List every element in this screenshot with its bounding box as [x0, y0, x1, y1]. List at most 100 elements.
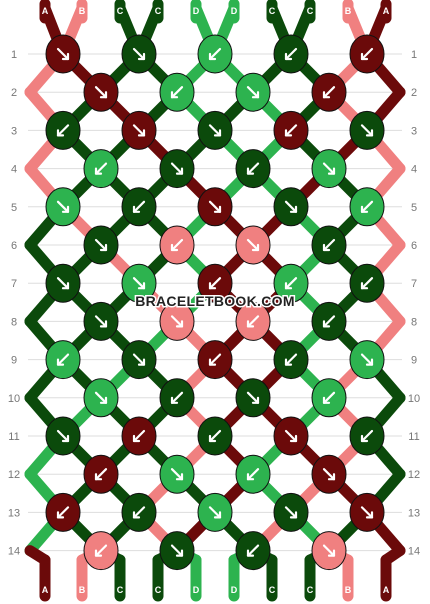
arrow-icon — [208, 47, 222, 61]
strand-label-top: C — [117, 6, 124, 16]
arrow-icon — [208, 353, 222, 366]
arrow-icon — [132, 506, 146, 519]
row-label-right: 8 — [411, 316, 417, 328]
arrowhead-icon — [322, 243, 331, 252]
arrow-icon — [56, 277, 70, 290]
arrowhead-icon — [213, 205, 222, 213]
knot — [235, 225, 271, 265]
strand-label-top: B — [345, 6, 352, 16]
row-label-left: 8 — [11, 316, 17, 328]
knot — [235, 72, 271, 112]
knot — [45, 110, 81, 150]
strand-label-bottom: A — [383, 585, 390, 595]
arrowhead-icon — [327, 473, 336, 481]
strand-label-bottom: D — [231, 585, 238, 595]
arrowhead-icon — [208, 282, 217, 290]
arrowhead-icon — [61, 205, 70, 213]
knots — [45, 34, 385, 571]
row-label-left: 12 — [8, 469, 20, 481]
arrowhead-icon — [132, 205, 141, 213]
arrowhead-icon — [365, 358, 374, 366]
arrowhead-icon — [61, 282, 70, 290]
knot — [273, 110, 309, 150]
knot — [159, 531, 195, 571]
row-label-right: 14 — [408, 546, 420, 558]
strand-label-bottom: C — [155, 585, 162, 595]
arrow-icon — [322, 468, 336, 481]
row-label-left: 1 — [11, 49, 17, 61]
row-label-left: 14 — [8, 546, 20, 558]
arrowhead-icon — [246, 320, 255, 328]
knot — [45, 340, 81, 380]
knot — [45, 492, 81, 532]
arrow-icon — [132, 200, 146, 213]
knot — [311, 531, 347, 571]
strand-label-top: C — [307, 6, 314, 16]
knot — [45, 187, 81, 227]
row-label-left: 11 — [8, 431, 19, 443]
row-label-left: 7 — [11, 278, 17, 290]
arrow-icon — [94, 162, 108, 175]
knot — [349, 34, 385, 74]
arrowhead-icon — [322, 396, 331, 404]
knot — [235, 531, 271, 571]
arrowhead-icon — [284, 282, 293, 290]
knot — [197, 187, 233, 227]
arrowhead-icon — [137, 282, 146, 290]
knot — [273, 416, 309, 456]
row-label-right: 9 — [411, 355, 417, 367]
row-label-left: 9 — [11, 355, 17, 367]
arrow-icon — [246, 544, 260, 557]
arrow-icon — [94, 391, 108, 404]
arrowhead-icon — [61, 434, 70, 443]
arrow-icon — [360, 47, 374, 61]
arrowhead-icon — [246, 473, 255, 481]
knot — [235, 149, 271, 189]
arrow-icon — [132, 277, 146, 290]
row-label-left: 5 — [11, 202, 17, 214]
strand-label-bottom: C — [307, 585, 314, 595]
arrowhead-icon — [289, 511, 298, 519]
arrow-icon — [322, 238, 336, 252]
row-label-right: 4 — [411, 164, 417, 176]
knot — [159, 378, 195, 418]
arrow-icon — [246, 86, 260, 99]
strand-label-top: A — [383, 6, 390, 16]
arrow-icon — [208, 429, 222, 443]
arrow-icon — [94, 238, 108, 252]
arrow-icon — [208, 200, 222, 213]
strand-label-top: D — [193, 6, 200, 16]
arrowhead-icon — [175, 320, 184, 328]
knot — [159, 225, 195, 265]
strand-label-bottom: A — [42, 585, 49, 595]
arrow-icon — [322, 315, 336, 328]
arrowhead-icon — [94, 167, 103, 175]
arrowhead-icon — [213, 129, 222, 137]
arrowhead-icon — [327, 549, 336, 557]
strand-label-bottom: B — [79, 585, 86, 595]
arrow-icon — [56, 353, 70, 366]
arrowhead-icon — [251, 396, 260, 404]
arrow-icon — [208, 506, 222, 519]
arrow-icon — [246, 238, 260, 252]
knot — [349, 110, 385, 150]
arrowhead-icon — [56, 511, 65, 519]
arrowhead-icon — [137, 358, 146, 366]
knot — [83, 301, 119, 341]
row-label-right: 2 — [411, 87, 417, 99]
arrow-icon — [208, 277, 222, 290]
arrowhead-icon — [170, 243, 179, 252]
row-label-left: 4 — [11, 164, 17, 176]
arrowhead-icon — [170, 396, 179, 404]
knot — [121, 34, 157, 74]
arrow-icon — [208, 124, 222, 137]
arrowhead-icon — [208, 52, 217, 61]
arrow-icon — [170, 238, 184, 252]
knot — [349, 492, 385, 532]
row-label-right: 3 — [411, 125, 417, 137]
knot — [159, 301, 195, 341]
strand-label-bottom: B — [345, 585, 352, 595]
arrowhead-icon — [365, 129, 374, 137]
